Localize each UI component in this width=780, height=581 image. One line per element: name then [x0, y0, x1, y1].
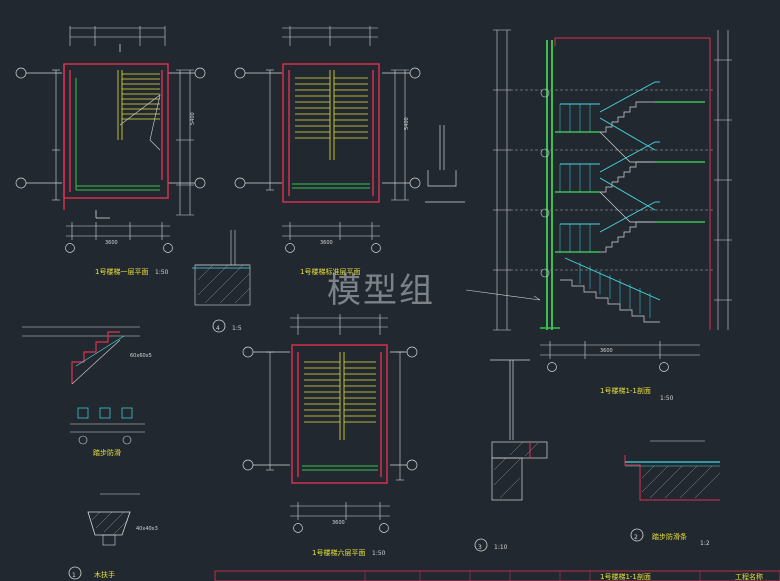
sixth-floor-plan-title: 1号楼梯六层平面: [312, 548, 365, 557]
handrail-profile: 40x40x3: [136, 526, 158, 532]
title-block-label: 工程名称: [735, 572, 763, 581]
title-block: 1号楼梯1-1剖面 工程名称: [214, 570, 780, 581]
handrail-number: 1: [72, 572, 76, 579]
detail-2-scale: 1:2: [700, 540, 710, 547]
handrail-title: 木扶手: [94, 570, 115, 579]
stair-section-1-1: 1号楼梯1-1剖面 1:50 3600: [465, 29, 732, 402]
sixth-floor-plan: 1号楼梯六层平面 1:50 3600: [242, 314, 418, 557]
watermark-text: 模型组: [327, 271, 435, 311]
title-block-sheet-name: 1号楼梯1-1剖面: [600, 572, 651, 581]
standard-floor-plan-title: 1号楼梯标准层平面: [300, 267, 360, 276]
handrail-detail: 1 木扶手 40x40x3: [68, 493, 158, 580]
step-detail: 踏步防滑 60x60x5: [22, 326, 152, 457]
detail-2-number: 2: [634, 534, 638, 541]
first-floor-plan-scale: 1:50: [155, 269, 169, 276]
standard-floor-plan-depth: 5400: [404, 117, 410, 130]
detail-3-number: 3: [478, 544, 482, 551]
detail-3-scale: 1:10: [494, 544, 508, 551]
step-rail-size: 60x60x5: [130, 353, 152, 359]
section-scale: 1:50: [660, 395, 674, 402]
first-floor-plan: 1号楼梯一层平面 1:50 3600 5400: [15, 26, 206, 276]
detail-4-number: 4: [216, 325, 220, 332]
sixth-floor-plan-scale: 1:50: [372, 550, 386, 557]
standard-floor-plan: 1号楼梯标准层平面 3600 5400: [234, 26, 421, 276]
detail-2: 2 踏步防滑条 1:2: [624, 440, 721, 547]
first-floor-plan-depth: 5400: [190, 112, 196, 125]
standard-floor-plan-width: 3600: [320, 240, 333, 246]
sixth-floor-plan-width: 3600: [332, 520, 345, 526]
detail-4: 4 1:5: [192, 230, 251, 333]
detail-3: 3 1:10: [474, 359, 548, 552]
detail-4-scale: 1:5: [232, 325, 242, 332]
first-floor-plan-title: 1号楼梯一层平面: [95, 267, 148, 276]
section-title: 1号楼梯1-1剖面: [600, 386, 651, 395]
section-width: 3600: [600, 348, 613, 354]
bracket-detail: [425, 125, 465, 203]
detail-2-title: 踏步防滑条: [652, 532, 687, 541]
step-detail-title: 踏步防滑: [93, 448, 121, 457]
first-floor-plan-width: 3600: [105, 240, 118, 246]
